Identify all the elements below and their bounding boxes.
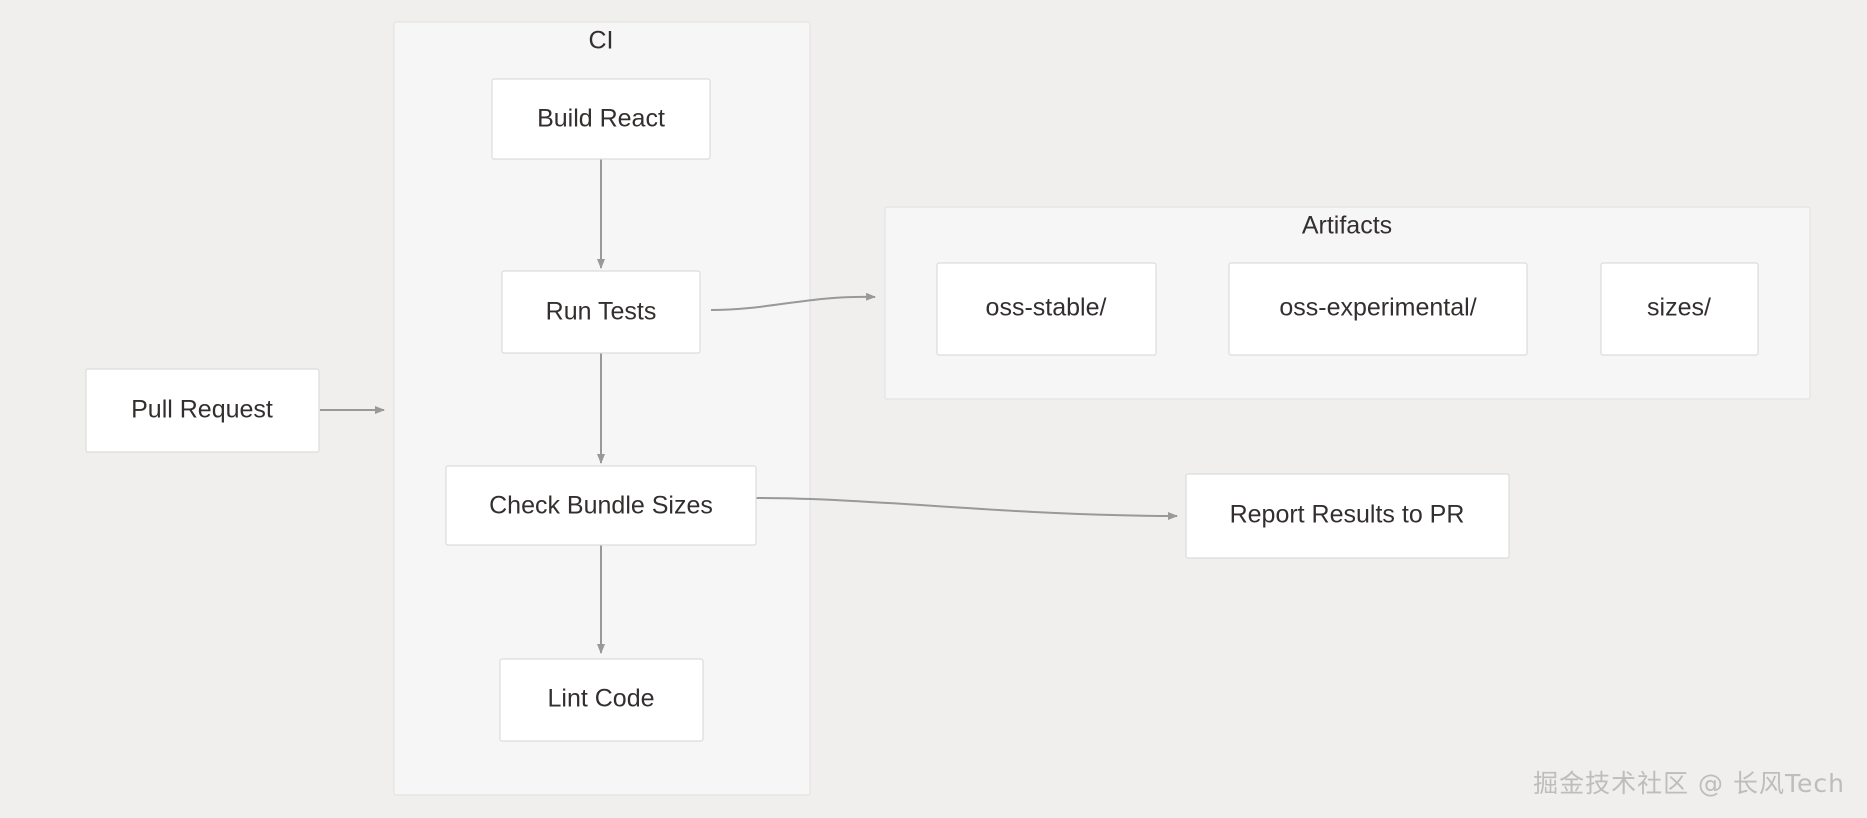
node-build-react-label: Build React: [537, 105, 665, 133]
node-check-bundle-sizes-label: Check Bundle Sizes: [489, 492, 713, 520]
node-lint-code[interactable]: Lint Code: [499, 658, 704, 742]
node-oss-stable-label: oss-stable/: [986, 294, 1107, 322]
node-run-tests-label: Run Tests: [546, 298, 657, 326]
node-sizes-label: sizes/: [1647, 294, 1711, 322]
node-report-results-rect[interactable]: [1185, 473, 1510, 559]
watermark-text: 掘金技术社区 @ 长风Tech: [1533, 769, 1845, 798]
node-sizes[interactable]: sizes/: [1600, 262, 1759, 356]
cluster-ci-label: CI: [589, 27, 614, 55]
node-build-react-rect[interactable]: [491, 78, 711, 160]
node-sizes-rect[interactable]: [1600, 262, 1759, 356]
node-lint-code-rect[interactable]: [499, 658, 704, 742]
node-run-tests[interactable]: Run Tests: [501, 270, 701, 354]
node-oss-stable[interactable]: oss-stable/: [936, 262, 1157, 356]
node-pull-request-rect[interactable]: [85, 368, 320, 453]
node-run-tests-rect[interactable]: [501, 270, 701, 354]
node-oss-experimental-rect[interactable]: [1228, 262, 1528, 356]
node-report-results-label: Report Results to PR: [1230, 501, 1465, 529]
node-lint-code-label: Lint Code: [547, 685, 654, 713]
node-oss-experimental[interactable]: oss-experimental/: [1228, 262, 1528, 356]
node-oss-stable-rect[interactable]: [936, 262, 1157, 356]
node-report-results[interactable]: Report Results to PR: [1185, 473, 1510, 559]
node-pull-request[interactable]: Pull Request: [85, 368, 320, 453]
edge-run-tests-to-artifacts: [710, 292, 876, 311]
node-check-bundle-sizes[interactable]: Check Bundle Sizes: [445, 465, 757, 546]
cluster-artifacts-label: Artifacts: [1302, 212, 1392, 240]
node-check-bundle-sizes-rect[interactable]: [445, 465, 757, 546]
node-pull-request-label: Pull Request: [131, 396, 273, 424]
edge-check-bundle-sizes-to-report-results: [755, 497, 1178, 520]
node-oss-experimental-label: oss-experimental/: [1279, 294, 1476, 322]
node-build-react[interactable]: Build React: [491, 78, 711, 160]
